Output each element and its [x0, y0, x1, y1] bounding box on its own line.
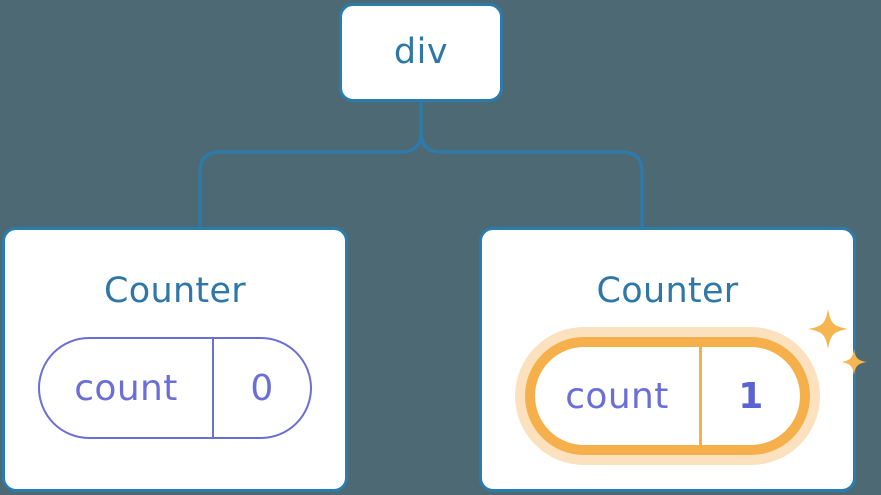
node-counter-left-label: Counter: [104, 271, 246, 311]
state-pill-left-key: count: [74, 367, 178, 409]
state-pill-right-divider: [699, 347, 702, 445]
state-pill-right-value: 1: [738, 375, 764, 417]
state-pill-left[interactable]: count 0: [38, 337, 312, 439]
state-pill-right-key: count: [565, 375, 669, 417]
state-pill-right[interactable]: count 1: [525, 337, 810, 455]
node-counter-right[interactable]: Counter count 1: [479, 227, 867, 492]
sparkle-icon-small: [841, 349, 867, 375]
state-pill-left-divider: [212, 339, 214, 437]
node-div-label: div: [393, 32, 449, 72]
state-pill-wrap-right: count 1: [525, 309, 867, 455]
state-pill-left-value: 0: [250, 367, 274, 409]
sparkle-icon-group: [808, 309, 867, 375]
state-pill-wrap-left: count 0: [38, 337, 312, 439]
node-div[interactable]: div: [339, 3, 503, 102]
node-counter-right-label: Counter: [596, 271, 739, 311]
node-counter-left[interactable]: Counter count 0: [2, 227, 348, 492]
sparkle-icon: [808, 309, 848, 349]
